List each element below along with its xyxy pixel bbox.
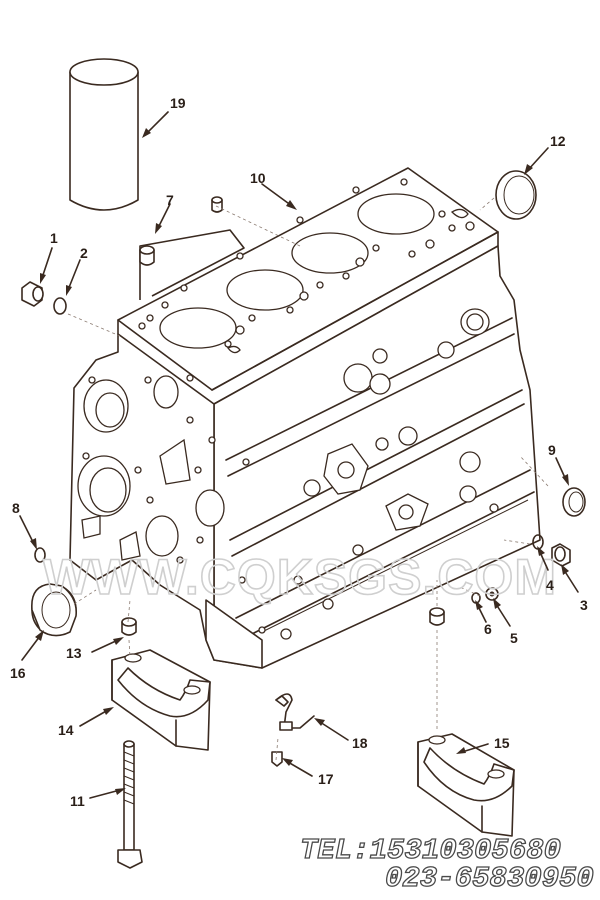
callout-6: 6 bbox=[484, 621, 492, 637]
contact-tel: TEL:15310305680 bbox=[299, 834, 562, 867]
part-18-piston-cooling-nozzle bbox=[275, 693, 315, 731]
callout-14: 14 bbox=[58, 722, 74, 738]
callout-5: 5 bbox=[510, 630, 518, 646]
callout-4: 4 bbox=[546, 577, 554, 593]
callout-9: 9 bbox=[548, 442, 556, 458]
assembly-lines bbox=[67, 197, 549, 761]
part-14-main-bearing-cap bbox=[111, 649, 211, 751]
callout-8: 8 bbox=[12, 500, 20, 516]
callout-15: 15 bbox=[494, 735, 510, 751]
callout-10: 10 bbox=[250, 170, 266, 186]
part-10-cylinder-block bbox=[69, 167, 541, 669]
callout-arrows bbox=[19, 111, 579, 799]
part-17-screw bbox=[271, 751, 283, 767]
part-15-main-bearing-cap bbox=[417, 733, 515, 837]
part-19-cylinder-liner bbox=[69, 58, 139, 211]
part-11-cap-bolt bbox=[117, 740, 143, 869]
part-1-plug bbox=[21, 281, 44, 307]
part-5-plug bbox=[485, 587, 499, 601]
part-8-o-ring bbox=[34, 547, 46, 563]
callout-3: 3 bbox=[580, 597, 588, 613]
callout-7: 7 bbox=[166, 192, 174, 208]
callout-18: 18 bbox=[352, 735, 368, 751]
callout-19: 19 bbox=[170, 95, 186, 111]
deck-dowel bbox=[211, 196, 223, 213]
callout-1: 1 bbox=[50, 230, 58, 246]
callout-11: 11 bbox=[70, 793, 85, 809]
part-2-o-ring bbox=[53, 297, 67, 315]
callout-12: 12 bbox=[550, 133, 566, 149]
part-13-dowel bbox=[121, 617, 137, 636]
callout-17: 17 bbox=[318, 771, 334, 787]
part-9-plug bbox=[562, 487, 586, 517]
callout-2: 2 bbox=[80, 245, 88, 261]
part-12-cup-plug bbox=[495, 170, 537, 220]
callout-16: 16 bbox=[10, 665, 26, 681]
callout-13: 13 bbox=[66, 645, 82, 661]
part-3-plug bbox=[551, 543, 571, 567]
watermark: WWW.CQKSGS.COM bbox=[43, 549, 557, 605]
part-16-expansion-plug bbox=[31, 583, 78, 637]
dowel-above-cap bbox=[429, 607, 445, 626]
callout-labels: 1 2 3 4 5 6 7 8 9 10 11 12 13 14 15 16 1… bbox=[10, 95, 588, 809]
part-7-dowel bbox=[139, 245, 155, 266]
contact-phone-2: 023-65830950 bbox=[384, 862, 594, 895]
